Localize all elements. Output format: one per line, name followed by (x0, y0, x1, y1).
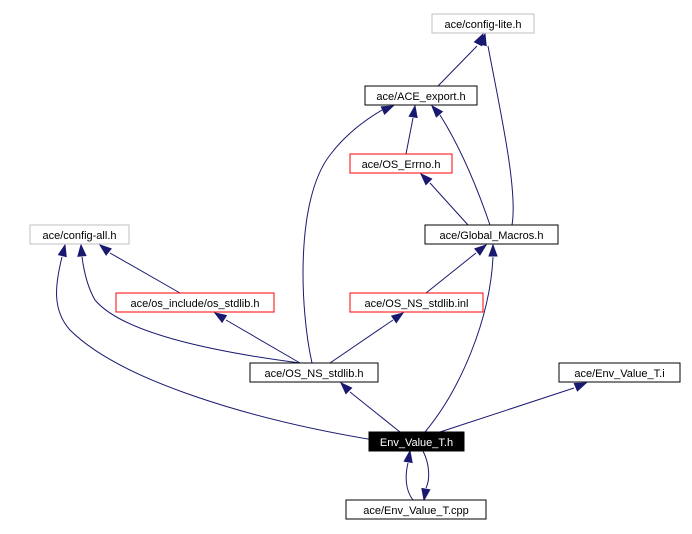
arrowhead (339, 381, 353, 395)
edge-os-ns-stdlib-to-os-ns-stdlib-inl (329, 312, 405, 364)
edge-os-ns-stdlib-inl-to-global-macros (425, 244, 488, 294)
node-label: ace/Env_Value_T.i (574, 368, 664, 380)
node-label: Env_Value_T.h (380, 437, 453, 449)
edge-line (56, 256, 381, 442)
edges (56, 32, 588, 502)
edge-line (329, 319, 394, 364)
edge-os-ns-stdlib-to-ace-export (302, 105, 395, 364)
node-os-ns-stdlib-inl[interactable]: ace/OS_NS_stdlib.inl (349, 292, 484, 313)
node-label: ace/OS_NS_stdlib.h (264, 368, 363, 380)
edge-os-errno-to-ace-export (405, 104, 418, 155)
edge-line (424, 256, 494, 433)
node-label: ace/config-all.h (43, 230, 117, 242)
node-label: ace/OS_NS_stdlib.inl (365, 298, 469, 310)
arrowhead (408, 104, 418, 119)
arrowhead (573, 382, 588, 392)
edge-env-value-t-h-to-env-value-t-i (439, 382, 588, 433)
edge-line (302, 109, 383, 364)
arrowhead (403, 449, 413, 464)
edge-os-include-stdlib-to-config-all (98, 244, 181, 294)
arrowhead (431, 104, 444, 118)
edge-os-ns-stdlib-to-os-include-stdlib (213, 312, 301, 364)
node-os-ns-stdlib[interactable]: ace/OS_NS_stdlib.h (249, 362, 379, 383)
edge-line (422, 450, 430, 489)
edge-global-macros-to-config-lite (477, 32, 514, 226)
edge-env-value-t-h-to-env-value-t-cpp (421, 450, 431, 502)
node-label: ace/Global_Macros.h (440, 230, 544, 242)
arrowhead (380, 105, 395, 116)
arrowhead (419, 172, 433, 186)
arrowhead (421, 487, 431, 502)
edge-os-ns-stdlib-to-config-all (77, 243, 301, 364)
node-env-value-t-i[interactable]: ace/Env_Value_T.i (558, 362, 681, 383)
arrowhead (77, 243, 87, 257)
node-label: ace/OS_Errno.h (362, 159, 441, 171)
arrowhead (488, 243, 498, 257)
node-label: ace/os_include/os_stdlib.h (130, 298, 259, 310)
arrowhead (474, 244, 488, 256)
edge-line (429, 182, 469, 226)
arrowhead (98, 244, 112, 256)
node-os-include-stdlib[interactable]: ace/os_include/os_stdlib.h (115, 292, 275, 313)
node-env-value-t-h[interactable]: Env_Value_T.h (368, 431, 465, 452)
edge-line (439, 114, 491, 226)
node-ace-export[interactable]: ace/ACE_export.h (364, 85, 478, 106)
node-label: ace/Env_Value_T.cpp (363, 505, 469, 517)
edge-line (225, 319, 301, 364)
edge-env-value-t-cpp-to-env-value-t-h (403, 449, 414, 501)
arrowhead (213, 312, 228, 324)
edge-line (439, 387, 575, 433)
edge-line (487, 45, 514, 226)
node-env-value-t-cpp[interactable]: ace/Env_Value_T.cpp (345, 499, 487, 520)
node-config-lite[interactable]: ace/config-lite.h (431, 13, 535, 34)
node-os-errno[interactable]: ace/OS_Errno.h (349, 153, 453, 174)
node-global-macros[interactable]: ace/Global_Macros.h (424, 224, 559, 245)
edge-line (405, 462, 414, 501)
arrowhead (390, 312, 405, 324)
node-config-all[interactable]: ace/config-all.h (29, 224, 130, 245)
edge-line (405, 117, 414, 155)
edge-env-value-t-h-to-config-all (56, 243, 381, 442)
edge-global-macros-to-os-errno (419, 172, 469, 226)
node-label: ace/ACE_export.h (376, 91, 465, 103)
edge-line (81, 256, 301, 364)
edge-line (437, 45, 478, 87)
edge-global-macros-to-ace-export (431, 104, 491, 226)
arrowhead (57, 243, 67, 258)
edge-env-value-t-h-to-os-ns-stdlib (339, 381, 401, 433)
edge-line (425, 252, 477, 294)
nodes: ace/config-lite.h ace/ACE_export.h ace/O… (29, 13, 681, 520)
edge-line (109, 252, 181, 294)
edge-line (349, 391, 401, 433)
edge-env-value-t-h-to-global-macros (424, 243, 498, 433)
node-label: ace/config-lite.h (444, 19, 521, 31)
arrowhead (477, 32, 487, 47)
edge-ace-export-to-config-lite (437, 32, 484, 87)
